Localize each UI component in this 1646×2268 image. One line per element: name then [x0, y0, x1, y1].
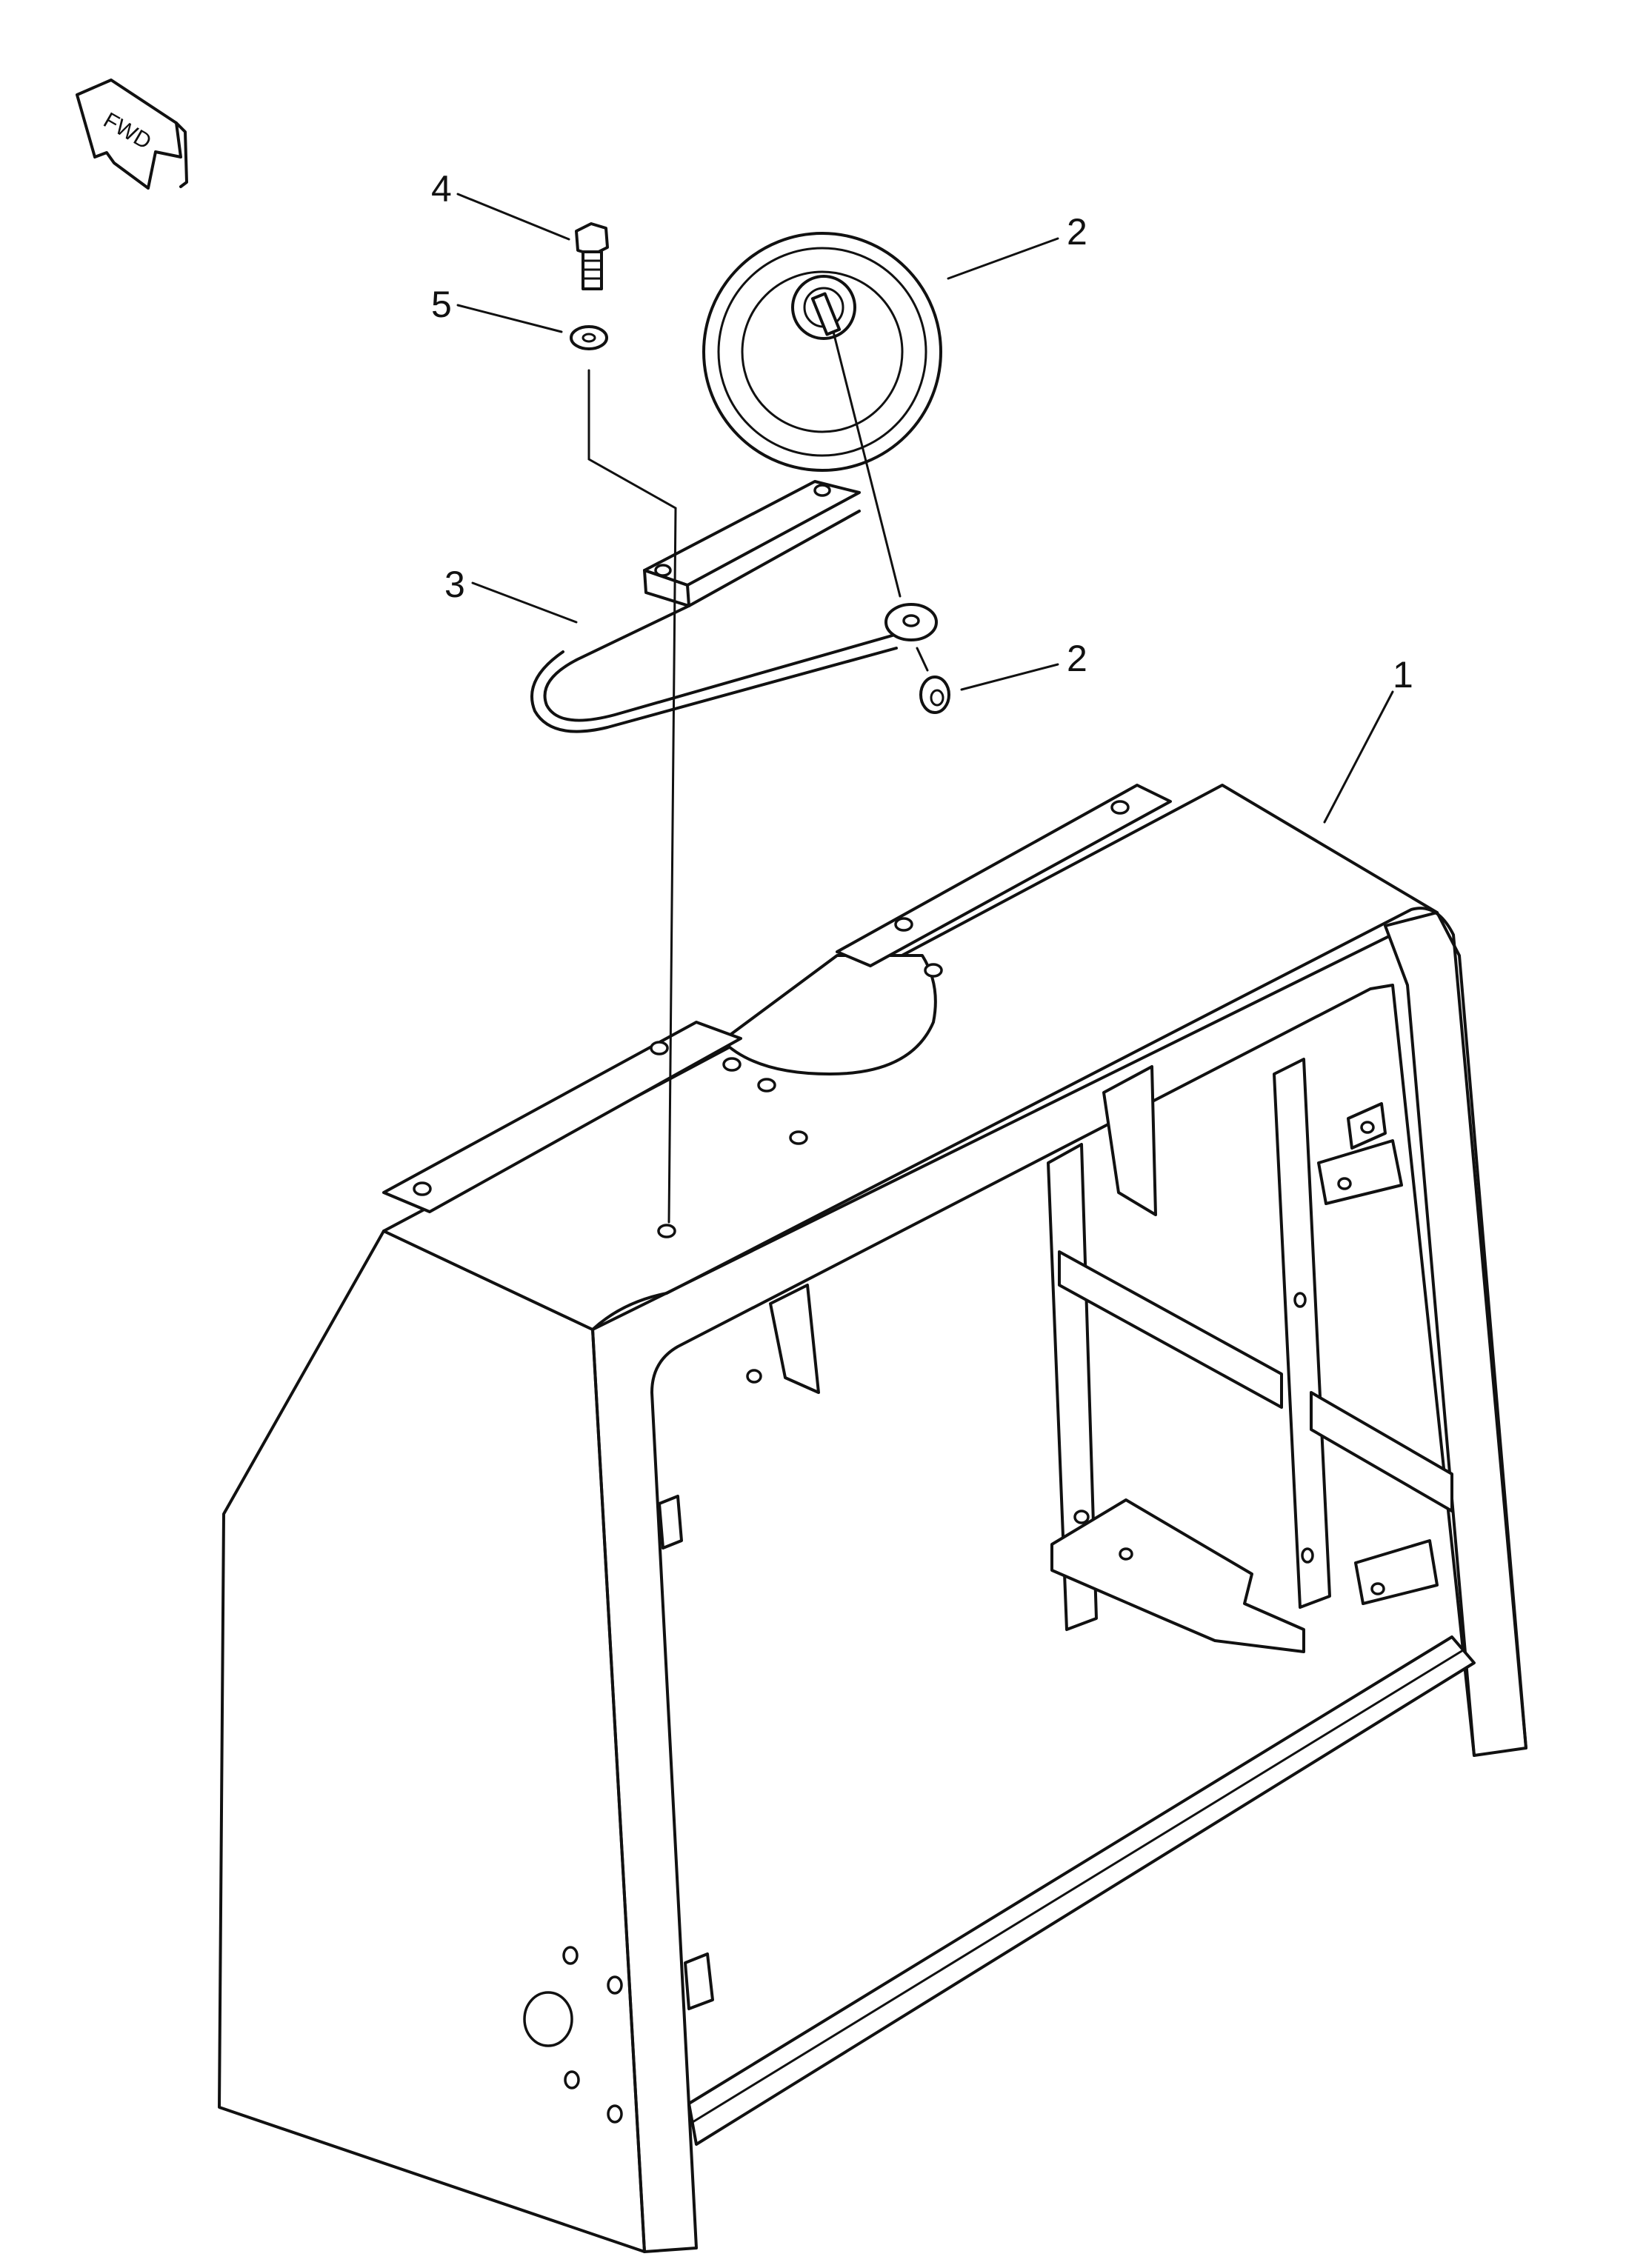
callout-4: 4 — [431, 168, 452, 210]
callout-2-nut: 2 — [1067, 638, 1087, 679]
forward-arrow-icon: FWD — [76, 79, 188, 190]
callout-1: 1 — [1393, 654, 1413, 696]
horn-part-2 — [702, 232, 942, 598]
bolt-part-4 — [575, 222, 609, 290]
callout-5: 5 — [431, 284, 452, 325]
washer-part-5 — [570, 325, 608, 350]
assembly-center-line — [587, 369, 677, 1224]
housing-part-1 — [218, 784, 1527, 2253]
callout-3: 3 — [444, 564, 465, 605]
nut-part-2 — [916, 647, 950, 714]
leader-lines — [456, 193, 1394, 824]
bracket-part-3 — [530, 480, 938, 733]
callout-2-horn: 2 — [1067, 211, 1087, 253]
